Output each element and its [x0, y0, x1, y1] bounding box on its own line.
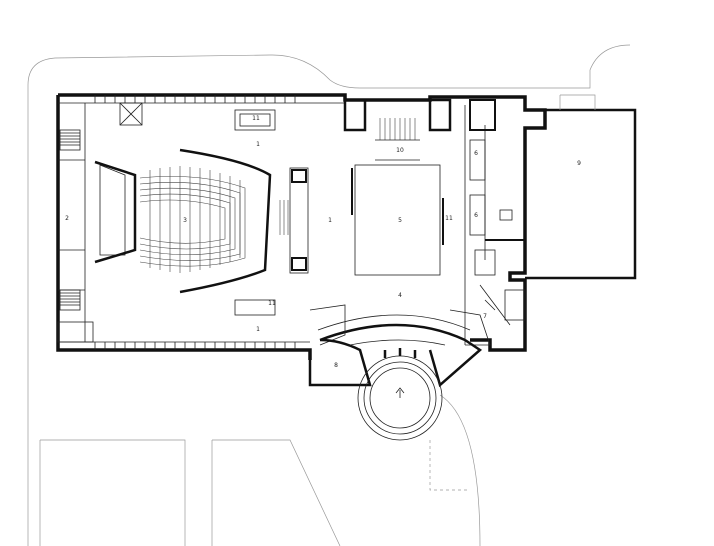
main-building: [56, 93, 547, 360]
room-label-11-top: 11: [252, 115, 260, 122]
room-label-10-stair-hall: 10: [396, 147, 404, 154]
room-label-1-top-foyer: 1: [256, 141, 260, 148]
annex: [499, 94, 637, 280]
room-label-1-bottom-foyer: 1: [256, 326, 260, 333]
central-hall: [343, 98, 526, 345]
room-label-4-lobby: 4: [398, 292, 402, 299]
room-label-3-auditorium: 3: [183, 217, 187, 224]
room-label-1-right-foyer: 1: [328, 217, 332, 224]
room-label-6-lower: 6: [474, 212, 478, 219]
room-label-8-porch: 8: [334, 362, 338, 369]
auditorium: [94, 109, 309, 316]
room-label-9-annex: 9: [577, 160, 581, 167]
room-label-5-hall: 5: [398, 217, 402, 224]
entrance: [308, 304, 491, 441]
room-label-11-mid: 11: [268, 300, 276, 307]
site-outline: [27, 44, 631, 546]
room-label-11-right: 11: [445, 215, 453, 222]
room-label-6-upper: 6: [474, 150, 478, 157]
room-label-7-office: 7: [483, 313, 487, 320]
room-label-2-left-wing: 2: [65, 215, 69, 222]
